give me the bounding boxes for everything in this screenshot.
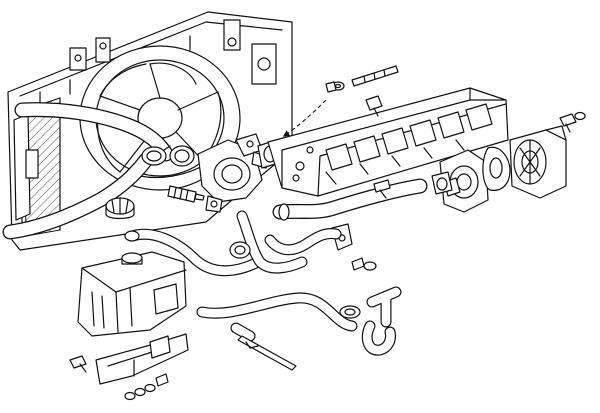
bolt-pipe-right bbox=[373, 179, 391, 199]
cylinder-head-ports bbox=[292, 103, 493, 182]
radiator-assembly bbox=[2, 11, 293, 251]
coolant-pipe bbox=[272, 178, 428, 221]
bolt-head-small bbox=[365, 95, 383, 117]
tank-mounting-bracket bbox=[95, 333, 189, 385]
expansion-tank bbox=[77, 251, 187, 337]
radiator-lower-hose bbox=[2, 152, 154, 240]
heater-hose-end bbox=[230, 322, 256, 342]
nut-top-1 bbox=[325, 81, 337, 93]
water-pump bbox=[509, 125, 567, 199]
expansion-tank-cap bbox=[105, 197, 135, 220]
radiator-upper-hose bbox=[14, 102, 174, 162]
washer-set-bottom bbox=[124, 373, 169, 401]
cable-tie bbox=[237, 335, 297, 371]
hose-clamp-bypass bbox=[229, 241, 251, 259]
heater-hose-long bbox=[196, 292, 358, 332]
bolt-tank-bracket bbox=[69, 355, 87, 373]
assembly-guide-line bbox=[282, 99, 327, 137]
tee-fitting bbox=[366, 286, 402, 328]
bolt-water-pump bbox=[559, 113, 577, 133]
hose-clamp-lower-right bbox=[339, 305, 361, 319]
hose-clamp-tank bbox=[124, 230, 140, 242]
radiator-brackets bbox=[69, 19, 277, 85]
hose-clamp-upper bbox=[141, 145, 171, 166]
fitting-outlet-right bbox=[431, 171, 453, 195]
u-hose bbox=[361, 320, 396, 356]
temperature-sensor bbox=[167, 185, 205, 203]
bypass-hose bbox=[236, 210, 308, 274]
outlet-elbow bbox=[264, 228, 342, 256]
hose-clamp-thermostat bbox=[169, 145, 195, 167]
washer-water-pump bbox=[574, 111, 586, 121]
cylinder-head bbox=[267, 87, 509, 197]
head-stud-long bbox=[351, 65, 399, 87]
thermostat-housing bbox=[197, 133, 271, 213]
expansion-tank-hose bbox=[126, 228, 264, 277]
nut-washer-set-right bbox=[351, 257, 377, 271]
water-pump-housing bbox=[439, 149, 489, 213]
water-pump-gasket bbox=[482, 146, 511, 191]
